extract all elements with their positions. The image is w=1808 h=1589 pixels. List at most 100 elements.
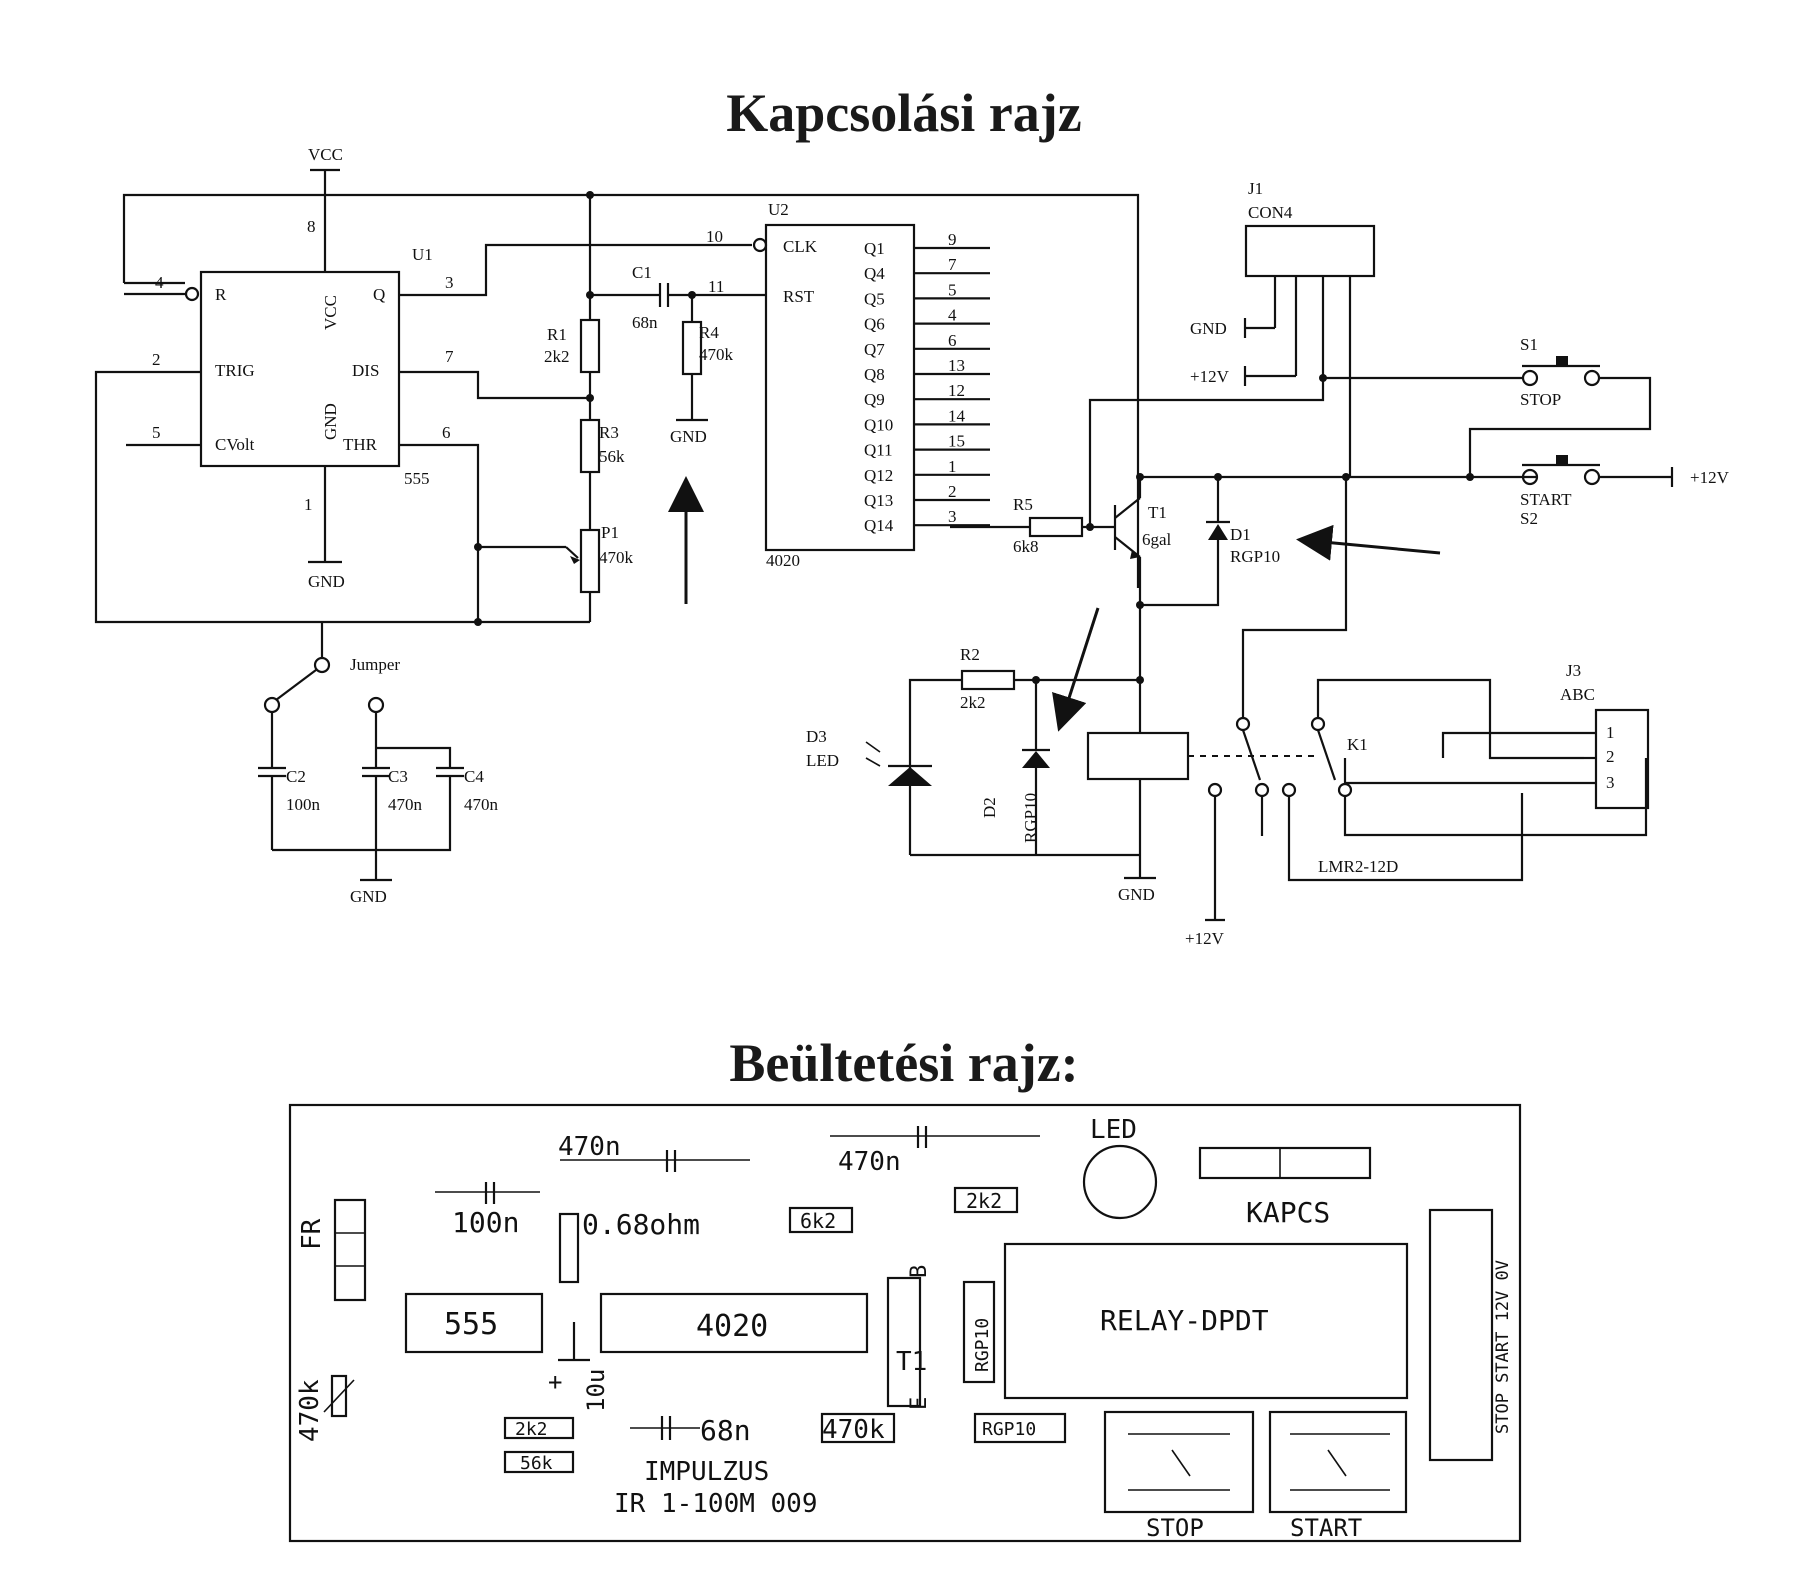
pcb-r-2k2-bot: 2k2: [515, 1419, 548, 1440]
u1-dis: DIS: [352, 361, 379, 380]
pcb-ic-555: 555: [444, 1307, 498, 1342]
pcb-c-470n-a: 470n: [558, 1132, 621, 1162]
r2-ref: R2: [960, 645, 980, 664]
pcb-c-470n-b: 470n: [838, 1147, 901, 1177]
u2-type: 4020: [766, 551, 800, 570]
pcb-stop: STOP: [1146, 1514, 1204, 1542]
c1-ref: C1: [632, 263, 652, 282]
s1-ref: S1: [1520, 335, 1538, 354]
pcb-r-56k: 56k: [520, 1453, 553, 1474]
u2-pin10: 10: [706, 227, 723, 246]
u1-pin7: 7: [445, 347, 454, 366]
vcc-label: VCC: [308, 145, 343, 164]
u2-output-pin: 6: [948, 331, 957, 350]
u1-q: Q: [373, 285, 385, 304]
pcb-c-68n: 68n: [700, 1414, 751, 1447]
j3-ref: J3: [1566, 661, 1581, 680]
schematic: VCC 8 U1 555 R TRIG CVolt Q DIS THR VCC …: [94, 145, 1730, 948]
u2-output-label: Q13: [864, 491, 893, 510]
u2-output-pin: 14: [948, 406, 966, 425]
u2-output-pin: 3: [948, 507, 957, 526]
s2-12v: +12V: [1690, 468, 1730, 487]
s2-value: START: [1520, 490, 1572, 509]
p1-ref: P1: [601, 523, 619, 542]
pcb-pot: 470k: [295, 1379, 325, 1442]
relay-gnd: GND: [1118, 885, 1155, 904]
u1-gnd-label: GND: [308, 572, 345, 591]
j1-gnd: GND: [1190, 319, 1227, 338]
pcb-c-100n: 100n: [452, 1206, 519, 1239]
u2-ref: U2: [768, 200, 789, 219]
caps-gnd: GND: [350, 887, 387, 906]
s1-value: STOP: [1520, 390, 1561, 409]
r1-value: 2k2: [544, 347, 570, 366]
u2-output-label: Q4: [864, 264, 885, 283]
j3-pin3: 3: [1606, 773, 1615, 792]
u2-output-label: Q11: [864, 441, 893, 460]
u2-output-label: Q5: [864, 289, 885, 308]
pcb-kapcs: KAPCS: [1246, 1196, 1330, 1229]
u1-type: 555: [404, 469, 430, 488]
u2-output-pin: 1: [948, 457, 957, 476]
pcb-r-068: 0.68ohm: [582, 1208, 700, 1241]
pcb-start: START: [1290, 1514, 1362, 1542]
pcb-r-6k2: 6k2: [800, 1209, 836, 1233]
u2-output-pin: 9: [948, 230, 957, 249]
d3-ref: D3: [806, 727, 827, 746]
pcb-led-label: LED: [1090, 1115, 1137, 1145]
p1-value: 470k: [599, 548, 634, 567]
j1-12v: +12V: [1190, 367, 1230, 386]
j3-value: ABC: [1560, 685, 1595, 704]
u1-pin6: 6: [442, 423, 451, 442]
pcb-terminal: STOP START 12V 0V: [1493, 1260, 1513, 1434]
c2-value: 100n: [286, 795, 321, 814]
r3-ref: R3: [599, 423, 619, 442]
u2-output-pin: 4: [948, 306, 957, 325]
pcb-r-2k2-top: 2k2: [966, 1189, 1002, 1213]
pcb-ir-code: IR 1-100M 009: [614, 1489, 818, 1519]
u1-pin2: 2: [152, 350, 161, 369]
c3-value: 470n: [388, 795, 423, 814]
u2-output-pin: 5: [948, 280, 957, 299]
u2-pin11: 11: [708, 277, 724, 296]
r2-value: 2k2: [960, 693, 986, 712]
j1-value: CON4: [1248, 203, 1293, 222]
u1-555: U1 555 R TRIG CVolt Q DIS THR VCC GND: [199, 245, 433, 488]
u2-output-label: Q9: [864, 390, 885, 409]
c1-value: 68n: [632, 313, 658, 332]
t1-value: 6gal: [1142, 530, 1172, 549]
u2-output-label: Q6: [864, 315, 885, 334]
u1-cvolt: CVolt: [215, 435, 255, 454]
pcb-r-470k: 470k: [822, 1415, 885, 1445]
pcb-rgp10-h: RGP10: [982, 1419, 1036, 1440]
pcb-layout: 470n 470n LED KAPCS 100n 0.68ohm 6k2 2k2…: [288, 1103, 1522, 1543]
u2-output-label: Q12: [864, 466, 893, 485]
u1-trig: TRIG: [215, 361, 255, 380]
u2-output-pin: 12: [948, 381, 965, 400]
u2-output-label: Q8: [864, 365, 885, 384]
pcb-t1-e: E: [907, 1397, 932, 1410]
r4-value: 470k: [699, 345, 734, 364]
j3-pin2: 2: [1606, 747, 1615, 766]
u1-pin5: 5: [152, 423, 161, 442]
u1-ref: U1: [412, 245, 433, 264]
u2-output-label: Q14: [864, 516, 894, 535]
c2-ref: C2: [286, 767, 306, 786]
pcb-rgp10-v: RGP10: [972, 1318, 993, 1372]
r5-ref: R5: [1013, 495, 1033, 514]
u1-thr: THR: [343, 435, 378, 454]
pcb-fr: FR: [297, 1218, 327, 1250]
d1-ref: D1: [1230, 525, 1251, 544]
j3-pin1: 1: [1606, 723, 1615, 742]
u2-output-label: Q1: [864, 239, 885, 258]
k1-ref: K1: [1347, 735, 1368, 754]
r1-ref: R1: [547, 325, 567, 344]
u2-output-pin: 13: [948, 356, 965, 375]
s2-ref: S2: [1520, 509, 1538, 528]
u1-gnd: GND: [321, 403, 340, 440]
u2-clk: CLK: [783, 237, 818, 256]
d2-value: RGP10: [1021, 793, 1040, 843]
u1-pin8: 8: [307, 217, 316, 236]
u2-output-label: Q10: [864, 415, 893, 434]
